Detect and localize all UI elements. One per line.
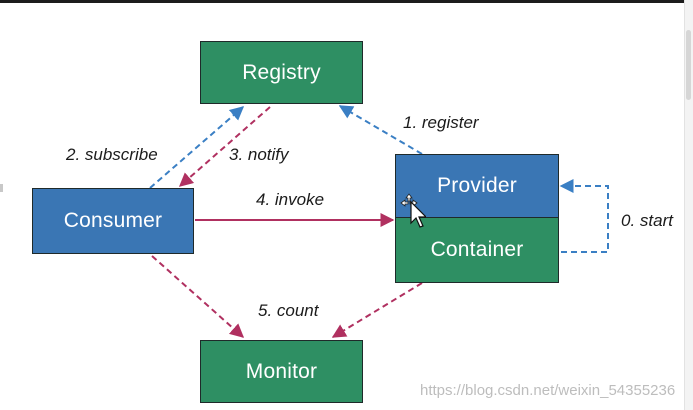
container-node: Container <box>395 217 559 283</box>
window-top-edge <box>0 0 693 3</box>
subscribe-label: 2. subscribe <box>66 145 158 164</box>
registry-node: Registry <box>200 41 363 104</box>
consumer-node: Consumer <box>32 188 194 254</box>
scrollbar-thumb[interactable] <box>686 30 691 100</box>
count-consumer-arrow <box>151 255 245 338</box>
vertical-scrollbar[interactable] <box>684 0 693 410</box>
monitor-node: Monitor <box>200 340 363 403</box>
count-container-arrow <box>331 282 423 338</box>
watermark-url: https://blog.csdn.net/weixin_54355236 <box>420 382 676 399</box>
register-arrow <box>338 105 423 155</box>
count-label: 5. count <box>258 301 319 320</box>
provider-node: Provider <box>395 154 559 218</box>
invoke-label: 4. invoke <box>256 190 325 209</box>
move-cursor-icon <box>400 193 428 234</box>
subscribe-arrow <box>149 106 245 189</box>
notify-label: 3. notify <box>229 145 289 164</box>
start-arrow <box>559 179 609 253</box>
start-label: 0. start <box>621 211 673 230</box>
left-edge-marker <box>0 184 3 192</box>
register-label: 1. register <box>403 113 479 132</box>
